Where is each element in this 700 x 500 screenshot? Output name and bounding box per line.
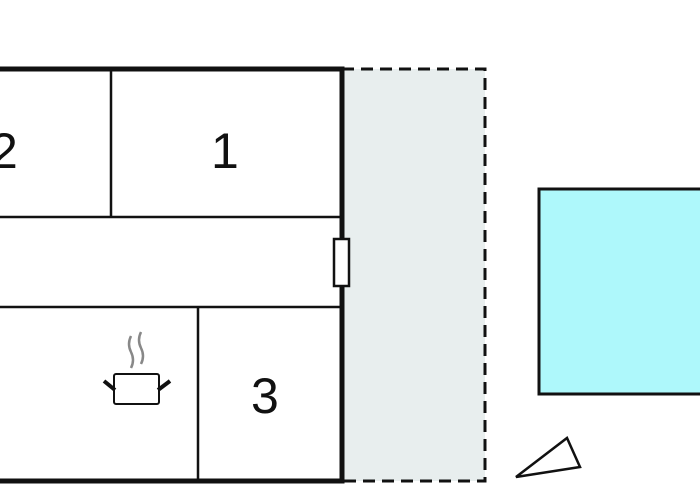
north-arrow-icon bbox=[515, 436, 582, 479]
interior-walls bbox=[0, 69, 342, 481]
outer-walls bbox=[0, 66, 345, 484]
door bbox=[332, 237, 351, 288]
terrace bbox=[340, 67, 487, 483]
room-1-label: 1 bbox=[211, 123, 239, 179]
room-3-label: 3 bbox=[251, 368, 279, 424]
pool bbox=[537, 187, 700, 396]
cooking-pot-icon bbox=[102, 331, 172, 405]
room-2-label: 2 bbox=[0, 123, 18, 179]
